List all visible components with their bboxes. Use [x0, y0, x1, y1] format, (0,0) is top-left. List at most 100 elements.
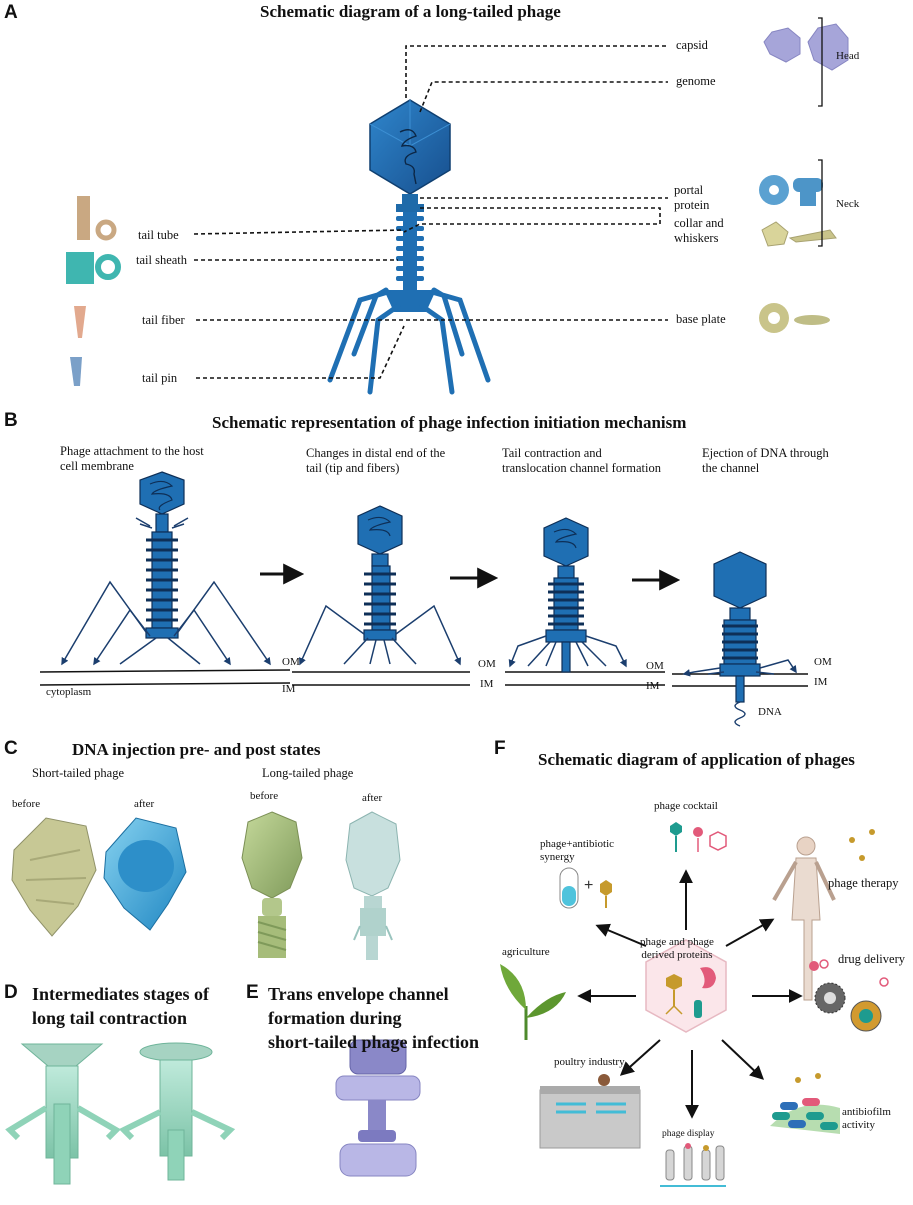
- arrow-to-synergy: [595, 923, 647, 947]
- capsid-structure-icon: [763, 23, 849, 71]
- panel-e-letter: E: [246, 982, 259, 1003]
- long-tailed-after-map: [345, 811, 401, 960]
- panel-d-graphics: [5, 1042, 236, 1185]
- label-agriculture: agriculture: [502, 946, 550, 958]
- long-tailed-label: Long-tailed phage: [262, 766, 354, 780]
- panel-b-graphics: [39, 471, 808, 727]
- long-tailed-before-map: [241, 811, 303, 958]
- dna-label: DNA: [758, 706, 782, 718]
- panel-d-title: Intermediates stages of long tail contra…: [32, 984, 209, 1028]
- central-phage-and-proteins-icon: [665, 967, 716, 1018]
- phage-step-2: [299, 505, 461, 666]
- panel-f-title: Schematic diagram of application of phag…: [538, 750, 855, 769]
- tail-tube-structure-icon: [77, 196, 117, 241]
- panel-a-leader-lines: [193, 45, 668, 379]
- membrane-im-left: [39, 682, 291, 686]
- om-label-3: OM: [646, 660, 664, 672]
- label-tail-fiber: tail fiber: [142, 313, 185, 327]
- tail-contraction-stage-1: [5, 1043, 121, 1185]
- label-genome: genome: [676, 74, 716, 88]
- short-tailed-after-map: [103, 817, 187, 931]
- long-before-label: before: [250, 790, 279, 802]
- panel-a-letter: A: [4, 2, 18, 23]
- om-label-2: OM: [478, 658, 496, 670]
- label-phage-display: phage display: [662, 1129, 715, 1139]
- phage-step-3: [508, 517, 627, 673]
- antibiotic-synergy-icon: +: [559, 867, 612, 909]
- trans-envelope-channel-map: [335, 1039, 421, 1177]
- portal-protein-structure-icon: [759, 175, 823, 206]
- phage-step-1: [61, 471, 271, 666]
- biofilm-icon: [770, 1073, 840, 1134]
- phage-step-4: [682, 551, 797, 727]
- plant-icon: [500, 964, 566, 1040]
- panel-b-letter: B: [4, 410, 18, 431]
- panel-b-title: Schematic representation of phage infect…: [212, 413, 687, 432]
- tail-fiber-structure-icon: [74, 306, 86, 338]
- label-tail-sheath: tail sheath: [136, 253, 188, 267]
- collar-whiskers-structure-icon: [761, 221, 837, 247]
- base-plate-structure-icon: [759, 303, 830, 333]
- panel-f-letter: F: [494, 738, 506, 759]
- label-phage-cocktail: phage cocktail: [654, 800, 718, 812]
- panel-e-title: Trans envelope channel formation during …: [268, 984, 479, 1052]
- panel-c-letter: C: [4, 738, 18, 759]
- arrow-to-therapy: [725, 918, 775, 947]
- label-base-plate: base plate: [676, 312, 726, 326]
- short-before-label: before: [12, 798, 41, 810]
- step-3-label: Tail contraction and translocation chann…: [502, 446, 661, 475]
- label-tail-pin: tail pin: [142, 371, 178, 385]
- im-label-3: IM: [646, 680, 660, 692]
- im-label-2: IM: [480, 678, 494, 690]
- panel-d-letter: D: [4, 982, 18, 1003]
- short-tailed-label: Short-tailed phage: [32, 766, 124, 780]
- panel-a-title: Schematic diagram of a long-tailed phage: [260, 2, 561, 21]
- label-tail-tube: tail tube: [138, 228, 179, 242]
- long-after-label: after: [362, 792, 383, 804]
- panel-e-graphics: [335, 1039, 421, 1177]
- label-synergy: phage+antibiotic synergy: [540, 838, 615, 863]
- panel-f-graphics: +: [500, 822, 889, 1187]
- center-label: phage and phage derived proteins: [640, 936, 714, 961]
- ejected-dna: [734, 701, 746, 727]
- om-label-1: OM: [282, 656, 300, 668]
- phage-display-icon: [660, 1143, 726, 1187]
- membrane-om-left: [39, 669, 291, 673]
- step-2-label: Changes in distal end of the tail (tip a…: [306, 446, 446, 475]
- label-collar-whiskers: collar and whiskers: [674, 216, 724, 245]
- hen-icon: [598, 1074, 610, 1086]
- im-label-1: IM: [282, 683, 296, 695]
- label-antibiofilm: antibiofilm activity: [842, 1106, 891, 1131]
- panel-a-graphics: [66, 17, 849, 395]
- human-body-icon: [772, 829, 875, 1001]
- short-tailed-before-map: [11, 817, 97, 937]
- tail-sheath-structure-icon: [66, 252, 121, 284]
- head-bracket: [818, 17, 823, 107]
- tail-contraction-stage-2: [118, 1042, 236, 1181]
- short-after-label: after: [134, 798, 155, 810]
- om-label-4: OM: [814, 656, 832, 668]
- arrow-to-poultry: [619, 1039, 661, 1076]
- panel-c-title: DNA injection pre- and post states: [72, 740, 321, 759]
- label-capsid: capsid: [676, 38, 708, 52]
- label-portal-protein: portal protein: [674, 183, 710, 212]
- poultry-house-icon: [539, 1074, 641, 1149]
- step-4-label: Ejection of DNA through the channel: [702, 446, 829, 475]
- panel-c-graphics: [11, 811, 401, 960]
- drug-delivery-nanoparticles-icon: [814, 959, 889, 1032]
- phage-cocktail-icon: [670, 822, 727, 852]
- tail-pin-structure-icon: [70, 357, 82, 386]
- cytoplasm-label: cytoplasm: [46, 686, 92, 698]
- neck-bracket: [818, 159, 823, 247]
- im-label-4: IM: [814, 676, 828, 688]
- long-tailed-phage-illustration: [327, 99, 491, 395]
- label-neck: Neck: [836, 198, 860, 210]
- label-phage-therapy: phage therapy: [828, 876, 899, 890]
- label-poultry-industry: poultry industry: [554, 1056, 625, 1068]
- step-1-label: Phage attachment to the host cell membra…: [60, 444, 204, 473]
- label-head: Head: [836, 50, 860, 62]
- label-drug-delivery: drug delivery: [838, 952, 905, 966]
- central-hexagon: [645, 939, 727, 1033]
- genome-coil: [399, 129, 417, 185]
